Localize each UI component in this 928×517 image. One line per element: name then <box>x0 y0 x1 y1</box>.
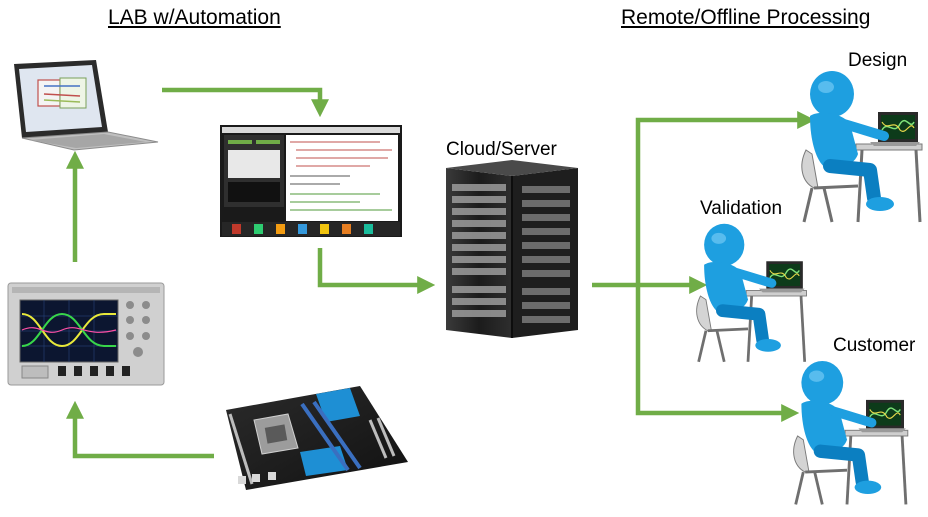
server-rack-icon <box>446 160 578 338</box>
design-label: Design <box>848 50 908 71</box>
software-screen-icon <box>220 125 402 237</box>
oscilloscope-icon <box>7 282 165 386</box>
motherboard-icon <box>226 386 408 490</box>
arrow-to-customer <box>635 285 800 422</box>
validation-label: Validation <box>700 198 783 219</box>
arrow-laptop-to-software <box>162 87 329 118</box>
arrow-to-design <box>635 111 816 285</box>
customer-label: Customer <box>833 335 916 356</box>
server-label: Cloud/Server <box>446 139 557 160</box>
customer-person-icon <box>794 361 908 504</box>
remote-heading: Remote/Offline Processing <box>621 6 871 29</box>
design-person-icon <box>802 71 922 222</box>
arrows <box>66 87 816 459</box>
arrow-board-to-scope <box>66 400 214 459</box>
lab-heading: LAB w/Automation <box>108 6 281 29</box>
validation-person-icon <box>697 224 807 362</box>
arrow-software-to-server <box>317 248 436 294</box>
laptop-icon <box>14 60 159 151</box>
